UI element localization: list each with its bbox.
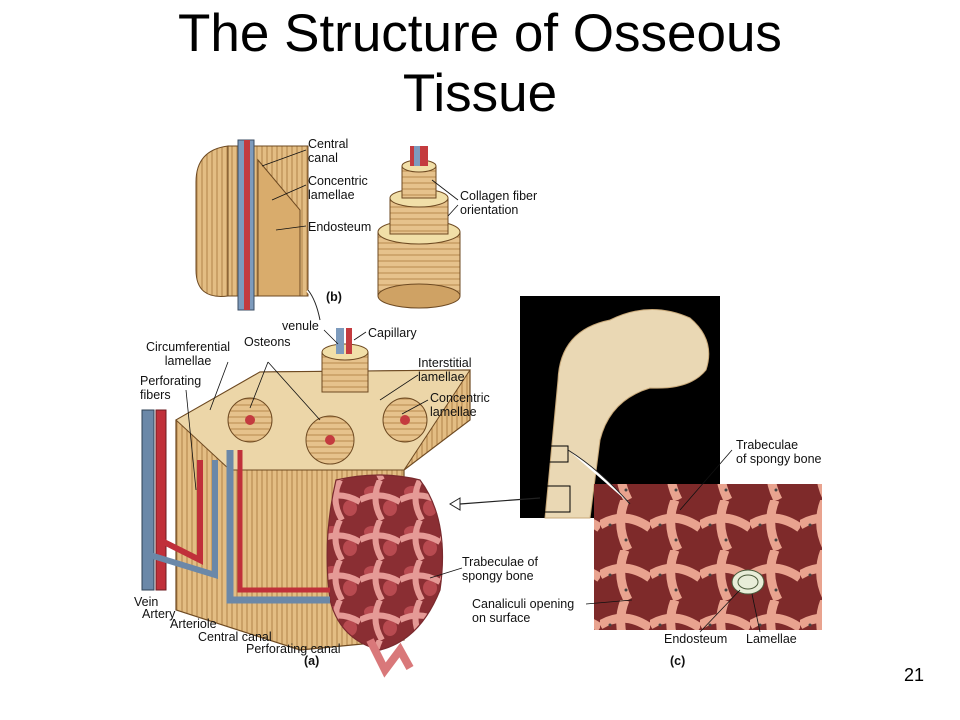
label-text: Arteriole xyxy=(170,617,217,631)
label-arteriole: Arteriole xyxy=(170,617,217,631)
label-text: Concentric lamellae xyxy=(308,174,368,202)
label-text: Trabeculae of spongy bone xyxy=(736,438,822,466)
spongy-micrograph xyxy=(594,484,822,630)
label-text: Perforating fibers xyxy=(140,374,202,402)
label-trabeculae-right: Trabeculae of spongy bone xyxy=(736,438,822,466)
label-endosteum-bottom: Endosteum xyxy=(664,632,727,646)
label-collagen-orientation: Collagen fiber orientation xyxy=(460,189,537,217)
label-canaliculi: Canaliculi opening on surface xyxy=(472,597,574,625)
label-text: Vein xyxy=(134,595,159,609)
label-text: Collagen fiber orientation xyxy=(460,189,538,217)
label-lamellae: Lamellae xyxy=(746,632,797,646)
label-text: Central canal xyxy=(198,630,272,644)
label-endosteum-top: Endosteum xyxy=(308,220,371,234)
label-text: Circumferential lamellae xyxy=(146,340,231,368)
slide-title: The Structure of Osseous Tissue xyxy=(0,4,960,124)
title-line-1: The Structure of Osseous xyxy=(178,4,782,63)
label-text: Perforating canal xyxy=(246,642,341,656)
label-text: (c) xyxy=(670,654,686,668)
label-concentric-lamellae-mid: Concentric lamellae xyxy=(430,391,490,419)
spongy-bone xyxy=(326,474,444,678)
leader-lines xyxy=(185,149,761,633)
label-panel-c: (c) xyxy=(670,654,685,668)
label-text: Capillary xyxy=(368,326,417,340)
label-artery: Artery xyxy=(142,607,175,621)
label-vein: Vein xyxy=(134,595,158,609)
label-text: Trabeculae of spongy bone xyxy=(462,555,538,583)
label-text: Osteons xyxy=(244,335,291,349)
label-text: Canaliculi opening on surface xyxy=(472,597,575,625)
label-panel-b: (b) xyxy=(326,290,342,304)
page-number: 21 xyxy=(903,665,924,685)
label-interstitial-lamellae: Interstitial lamellae xyxy=(418,356,472,384)
blood-vessels xyxy=(141,409,330,604)
label-text: Endosteum xyxy=(308,220,372,234)
label-text: Lamellae xyxy=(746,632,797,646)
label-circumferential-lamellae: Circumferential lamellae xyxy=(146,340,230,368)
title-line-2: Tissue xyxy=(402,64,558,123)
label-text: (b) xyxy=(326,290,342,304)
label-trabeculae-mid: Trabeculae of spongy bone xyxy=(462,555,538,583)
label-concentric-lamellae-top: Concentric lamellae xyxy=(308,174,368,202)
label-osteons: Osteons xyxy=(244,335,291,349)
label-text: Central canal xyxy=(308,137,349,165)
label-panel-a: (a) xyxy=(304,654,319,668)
label-text: Interstitial lamellae xyxy=(418,356,472,384)
label-venule: venule xyxy=(282,319,319,333)
label-text: Endosteum xyxy=(664,632,728,646)
femur-photo xyxy=(520,296,720,519)
label-perforating-fibers: Perforating fibers xyxy=(140,374,201,402)
label-central-canal-bottom: Central canal xyxy=(198,630,272,644)
label-text: (a) xyxy=(304,654,320,668)
label-text: venule xyxy=(282,319,319,333)
label-capillary: Capillary xyxy=(368,326,417,340)
label-perforating-canal: Perforating canal xyxy=(246,642,341,656)
label-text: Artery xyxy=(142,607,176,621)
label-text: Concentric lamellae xyxy=(430,391,490,419)
arrows xyxy=(306,288,631,511)
osteon-cutaway xyxy=(195,139,309,311)
label-central-canal-top: Central canal xyxy=(308,137,348,165)
collagen-cylinder xyxy=(377,146,461,309)
